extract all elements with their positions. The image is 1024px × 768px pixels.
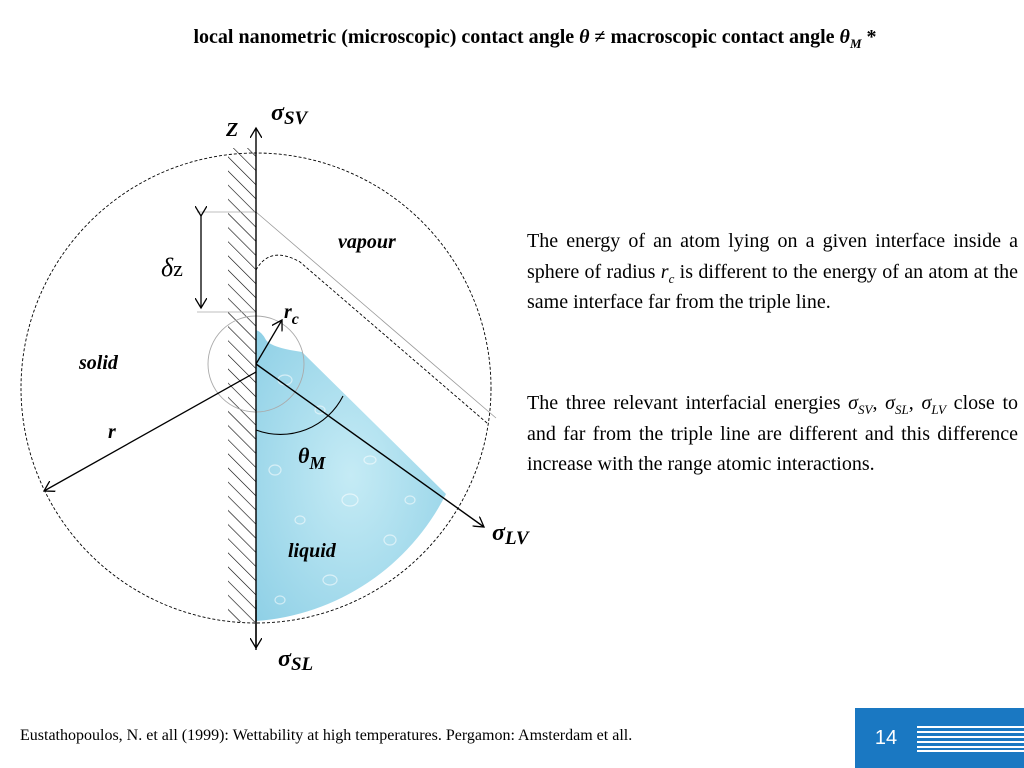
lv-arrow <box>255 363 484 527</box>
sigma-sl-label: σSL <box>278 646 313 675</box>
vapour-label: vapour <box>338 231 396 253</box>
liquid-label: liquid <box>288 540 337 562</box>
stripes-logo <box>917 726 1024 752</box>
reference-footer: Eustathopoulos, N. et all (1999): Wettab… <box>20 727 633 744</box>
rc-label: rc <box>284 301 299 328</box>
theta-m-arc <box>255 395 344 435</box>
theta-m-label: θM <box>298 443 326 473</box>
contact-angle-diagram: σSV Z vapour solid liquid r rc δz θM σLV… <box>20 100 530 675</box>
vapour-boundary <box>255 254 488 424</box>
solid-label: solid <box>78 352 119 374</box>
r-label: r <box>108 421 116 443</box>
z-axis-label: Z <box>225 119 238 141</box>
sigma-sv-label: σSV <box>271 100 309 129</box>
slide-number: 14 <box>874 727 898 749</box>
guide-line <box>255 211 497 419</box>
paragraph-interfacial-energies: The three relevant interfacial energies … <box>527 392 1019 475</box>
slide-number-badge: 14 <box>855 708 1024 768</box>
dz-label: δz <box>161 253 183 282</box>
slide-title: local nanometric (microscopic) contact a… <box>193 26 877 51</box>
paragraph-energy-atom: The energy of an atom lying on a given i… <box>527 230 1019 313</box>
sigma-lv-label: σLV <box>492 520 530 549</box>
liquid-region <box>256 330 446 621</box>
r-arrow <box>44 371 257 491</box>
rc-arrow <box>255 320 282 365</box>
